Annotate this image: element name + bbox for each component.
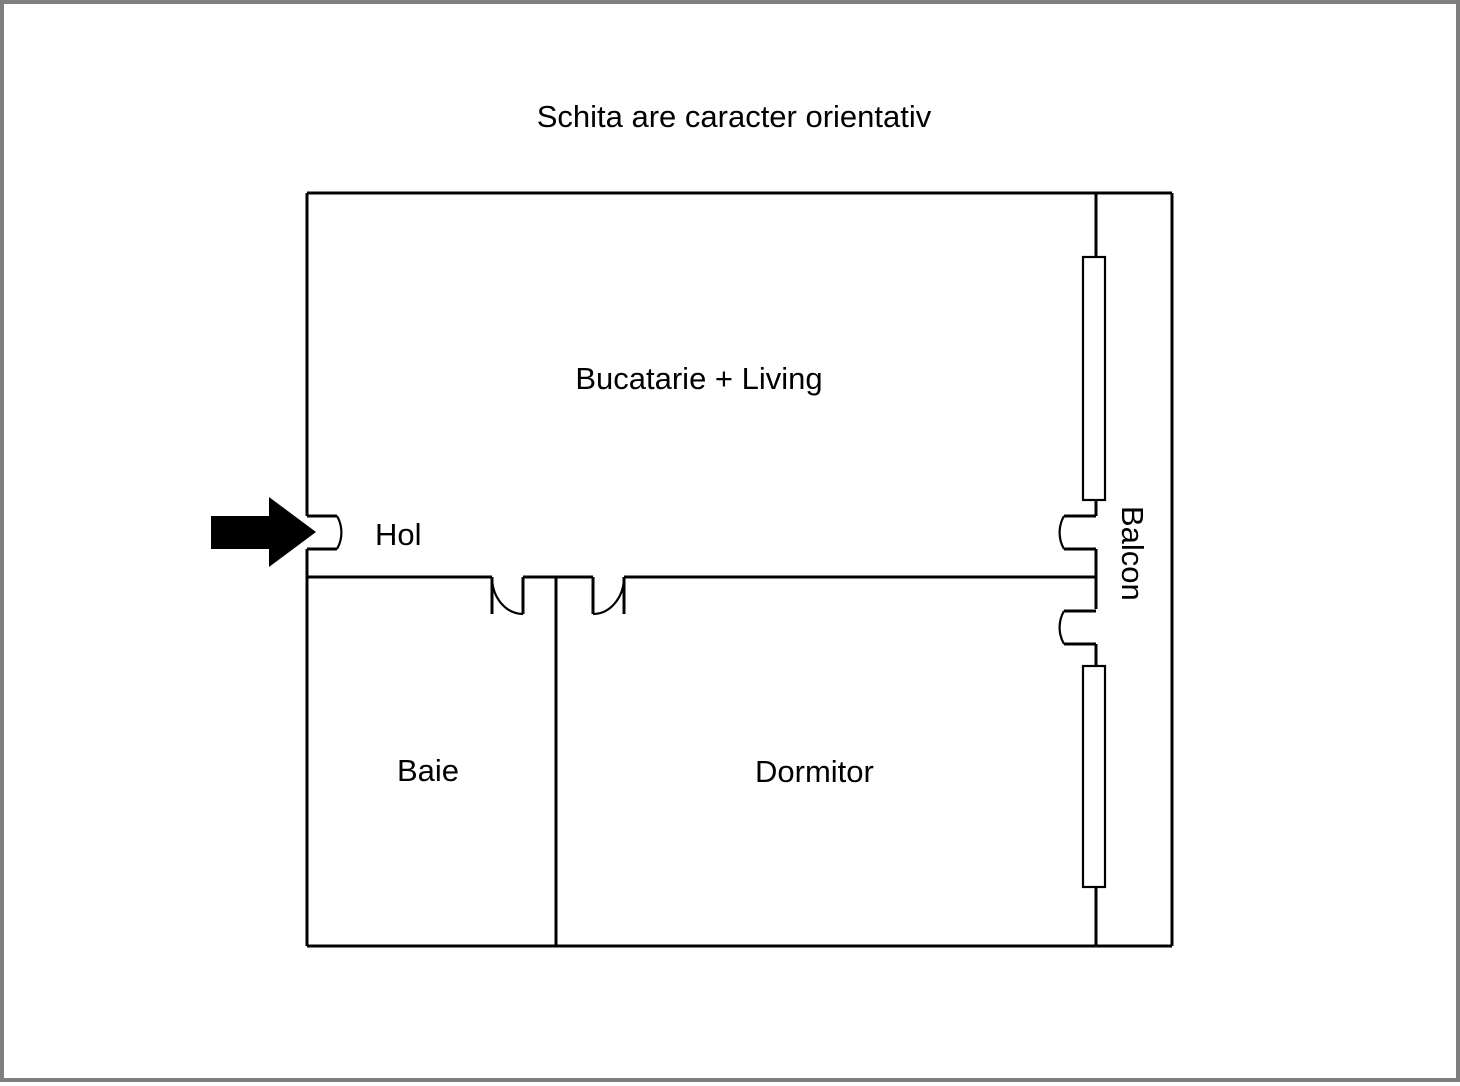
door-swing-balcon-upper [1058, 515, 1065, 550]
page-title: Schita are caracter orientativ [537, 99, 932, 134]
door-swing-baie [490, 576, 524, 616]
room-label-dormitor: Dormitor [755, 754, 874, 789]
door-swing-dormitor [592, 576, 626, 616]
balcony-window-upper [1081, 255, 1107, 502]
room-label-bucatarie-living: Bucatarie + Living [575, 361, 822, 396]
door-swing-balcon-lower [1058, 610, 1065, 645]
room-label-balcon: Balcon [1115, 506, 1150, 601]
floor-plan-drawing: Schita are caracter orientativ [211, 99, 1174, 948]
room-label-hol: Hol [375, 517, 422, 552]
entrance-direction-arrow [211, 497, 316, 567]
balcony-window-lower [1081, 664, 1107, 889]
door-swing-entrance [336, 515, 343, 550]
room-label-baie: Baie [397, 753, 459, 788]
